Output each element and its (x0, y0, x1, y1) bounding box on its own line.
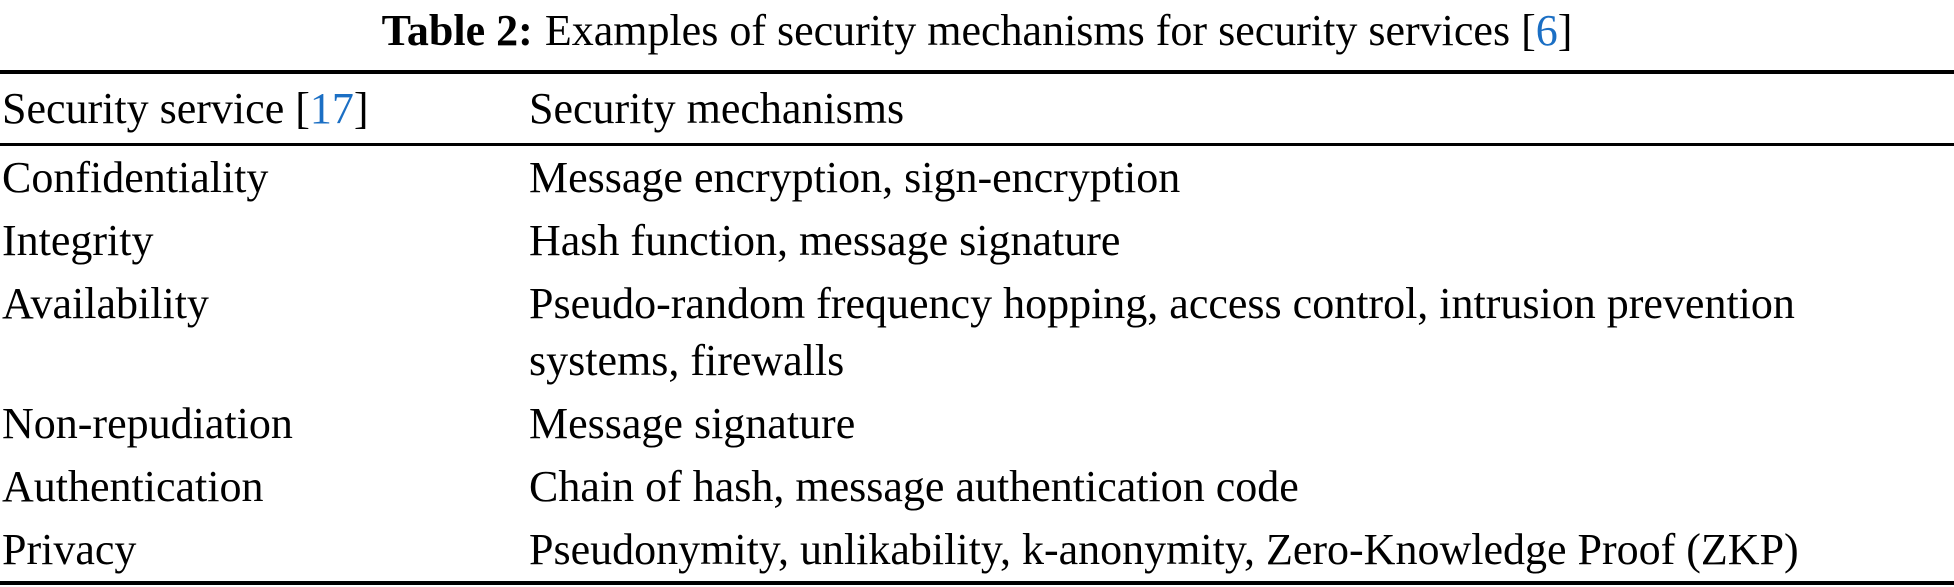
service-cell: Integrity (2, 216, 154, 265)
caption-text: Examples of security mechanisms for secu… (544, 6, 1522, 55)
header-citation-link[interactable]: 17 (309, 84, 354, 133)
mechanisms-cell: Message encryption, sign-encryption (529, 153, 1181, 202)
header-security-mechanisms: Security mechanisms (529, 84, 905, 133)
mechanisms-cell: Hash function, message signature (529, 216, 1121, 265)
table-row: Integrity Hash function, message signatu… (0, 209, 1954, 272)
table-row: Authentication Chain of hash, message au… (0, 455, 1954, 518)
table-row: Confidentiality Message encryption, sign… (0, 145, 1954, 210)
caption-bracket-open: [ (1521, 6, 1536, 55)
caption-bracket-close: ] (1557, 6, 1573, 55)
mechanisms-cell: Chain of hash, message authentication co… (529, 462, 1299, 511)
service-cell: Non-repudiation (2, 399, 293, 448)
mechanisms-cell: Pseudo-random frequency hopping, access … (529, 279, 1795, 385)
header-row: Security service [17] Security mechanism… (0, 72, 1954, 145)
table-row: Privacy Pseudonymity, unlikability, k-an… (0, 518, 1954, 583)
service-cell: Confidentiality (2, 153, 269, 202)
header-security-service: Security service [17] (0, 72, 527, 145)
table-row: Availability Pseudo-random frequency hop… (0, 272, 1954, 392)
service-cell: Privacy (2, 525, 137, 574)
header-bracket-close: ] (353, 84, 369, 133)
service-cell: Authentication (2, 462, 264, 511)
security-mechanisms-table: Security service [17] Security mechanism… (0, 70, 1954, 585)
service-cell: Availability (2, 279, 209, 328)
table-row: Non-repudiation Message signature (0, 392, 1954, 455)
mechanisms-cell: Pseudonymity, unlikability, k-anonymity,… (529, 525, 1799, 574)
caption-label: Table 2: (381, 6, 533, 55)
mechanisms-cell: Message signature (529, 399, 856, 448)
table-caption: Table 2:Examples of security mechanisms … (0, 0, 1954, 70)
caption-citation-link[interactable]: 6 (1535, 6, 1558, 55)
header-col1-text: Security service (2, 84, 296, 133)
header-bracket-open: [ (295, 84, 310, 133)
